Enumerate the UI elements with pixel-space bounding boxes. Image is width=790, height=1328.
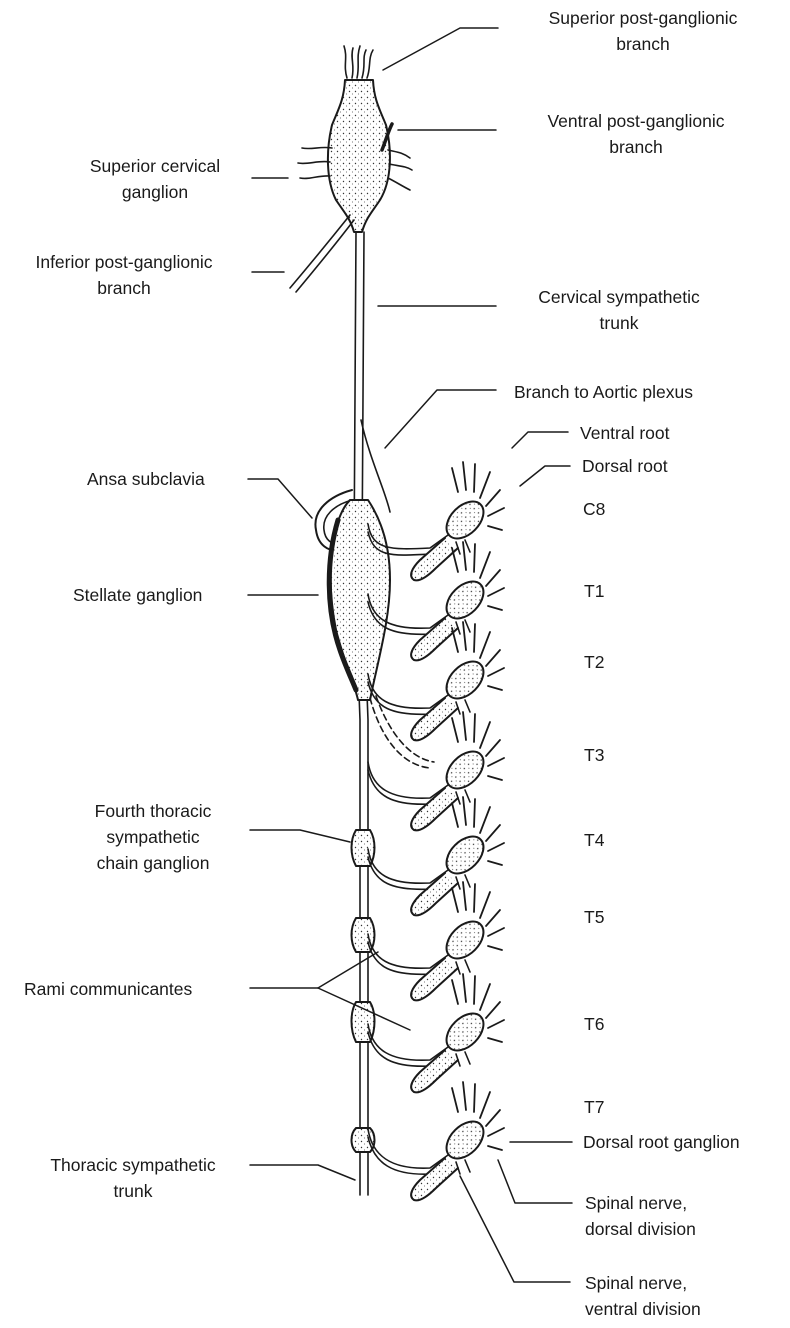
aortic-plexus-branch: [361, 420, 390, 512]
dorsal-root-ganglion-label: Dorsal root ganglion: [583, 1129, 740, 1155]
inferior-post-ganglionic-branch-line2: branch: [4, 275, 244, 301]
ventral-post-ganglionic-branch-line1: Ventral post-ganglionic: [498, 108, 774, 134]
fourth-thoracic-ganglion-label: Fourth thoracic sympathetic chain gangli…: [62, 798, 244, 876]
cervical-sympathetic-trunk-label: Cervical sympathetic trunk: [500, 284, 738, 336]
spinal-segment-t6: [368, 974, 504, 1092]
dorsal-root-ganglion-t2: [440, 655, 491, 706]
segment-label-t5: T5: [584, 904, 604, 930]
inferior-post-ganglionic-branch-label: Inferior post-ganglionic branch: [4, 249, 244, 301]
segment-label-t1: T1: [584, 578, 604, 604]
thoracic-sympathetic-trunk-line1: Thoracic sympathetic: [26, 1152, 240, 1178]
stellate-ganglion: [331, 500, 390, 700]
spinal-nerve-ventral-division-line2: ventral division: [585, 1296, 701, 1322]
spinal-nerve-ventral-division-label: Spinal nerve, ventral division: [585, 1270, 701, 1322]
rami-communicantes-label: Rami communicantes: [24, 976, 192, 1002]
segment-label-t3: T3: [584, 742, 604, 768]
superior-cervical-ganglion-label: Superior cervical ganglion: [60, 153, 250, 205]
leader-lines: [248, 28, 572, 1282]
segment-label-t2: T2: [584, 649, 604, 675]
dorsal-root-label: Dorsal root: [582, 453, 668, 479]
spinal-nerve-dorsal-division-label: Spinal nerve, dorsal division: [585, 1190, 696, 1242]
dorsal-root-ganglion-t1: [440, 575, 491, 626]
dorsal-root-ganglion-t5: [440, 915, 491, 966]
superior-cervical-ganglion-line2: ganglion: [60, 179, 250, 205]
sympathetic-trunk-left: [354, 232, 360, 1195]
sympathetic-trunk-right: [362, 232, 368, 1195]
branch-to-aortic-plexus-label: Branch to Aortic plexus: [514, 379, 693, 405]
inferior-post-ganglionic-branch-line1: Inferior post-ganglionic: [4, 249, 244, 275]
dorsal-root-ganglion-t4: [440, 830, 491, 881]
segment-label-t7: T7: [584, 1094, 604, 1120]
spinal-nerve-dorsal-division-line1: Spinal nerve,: [585, 1190, 696, 1216]
inferior-post-ganglionic-branch: [290, 215, 350, 288]
superior-post-ganglionic-branch-line1: Superior post-ganglionic: [500, 5, 786, 31]
spinal-nerve-ventral-division-line1: Spinal nerve,: [585, 1270, 701, 1296]
spinal-nerve-dorsal-division-line2: dorsal division: [585, 1216, 696, 1242]
spinal-segment-t7: [368, 1082, 504, 1200]
ventral-post-ganglionic-branch-label: Ventral post-ganglionic branch: [498, 108, 774, 160]
segment-label-c8: C8: [583, 496, 605, 522]
ventral-root-label: Ventral root: [580, 420, 670, 446]
dorsal-root-ganglion-t3: [440, 745, 491, 796]
segment-label-t6: T6: [584, 1011, 604, 1037]
superior-post-ganglionic-branch-label: Superior post-ganglionic branch: [500, 5, 786, 57]
superior-terminal-branches: [344, 46, 373, 78]
cervical-sympathetic-trunk-line1: Cervical sympathetic: [500, 284, 738, 310]
thoracic-sympathetic-trunk-label: Thoracic sympathetic trunk: [26, 1152, 240, 1204]
dorsal-root-ganglion-t6: [440, 1007, 491, 1058]
fourth-thoracic-ganglion-line1: Fourth thoracic: [62, 798, 244, 824]
dorsal-root-ganglion-t7: [440, 1115, 491, 1166]
ansa-subclavia-label: Ansa subclavia: [87, 466, 205, 492]
cervical-sympathetic-trunk-line2: trunk: [500, 310, 738, 336]
ventral-post-ganglionic-branch-line2: branch: [498, 134, 774, 160]
thoracic-sympathetic-trunk-line2: trunk: [26, 1178, 240, 1204]
superior-cervical-ganglion: [328, 80, 390, 232]
superior-cervical-ganglion-line1: Superior cervical: [60, 153, 250, 179]
segment-label-t4: T4: [584, 827, 604, 853]
dorsal-root-ganglion-c8: [440, 495, 491, 546]
fourth-thoracic-ganglion-line3: chain ganglion: [62, 850, 244, 876]
superior-post-ganglionic-branch-line2: branch: [500, 31, 786, 57]
stellate-ganglion-label: Stellate ganglion: [73, 582, 202, 608]
fourth-thoracic-ganglion-line2: sympathetic: [62, 824, 244, 850]
spinal-segment-t3: [368, 712, 504, 830]
